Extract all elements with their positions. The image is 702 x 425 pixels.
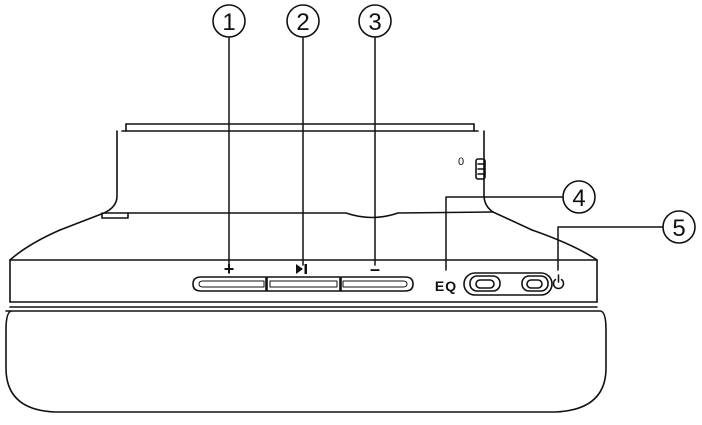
plus-icon: + [224,259,235,279]
upper-body [59,130,533,231]
callout-3-number: 3 [368,9,381,36]
top-buttons [192,276,414,292]
top-deck [9,229,598,261]
base-tub [5,310,607,413]
play-pause-button[interactable] [266,276,341,292]
eq-switch[interactable] [463,272,553,296]
top-lid [121,123,479,132]
volume-down-button[interactable] [340,276,414,292]
callout-circles [212,4,696,244]
side-mark: 0 [458,156,464,168]
play-pause-icon [296,264,307,274]
minus-icon: – [370,259,380,279]
callout-4-number: 4 [572,185,585,212]
power-icon [552,274,565,290]
control-band [9,259,598,308]
callout-5-number: 5 [672,215,685,242]
callout-1-number: 1 [222,9,235,36]
leader-lines [228,36,664,271]
callout-2-number: 2 [296,9,309,36]
side-switch [475,158,486,180]
callout-numbers: 1 2 3 4 5 [222,9,685,242]
eq-label: EQ [435,278,457,294]
volume-up-button[interactable] [192,276,267,292]
